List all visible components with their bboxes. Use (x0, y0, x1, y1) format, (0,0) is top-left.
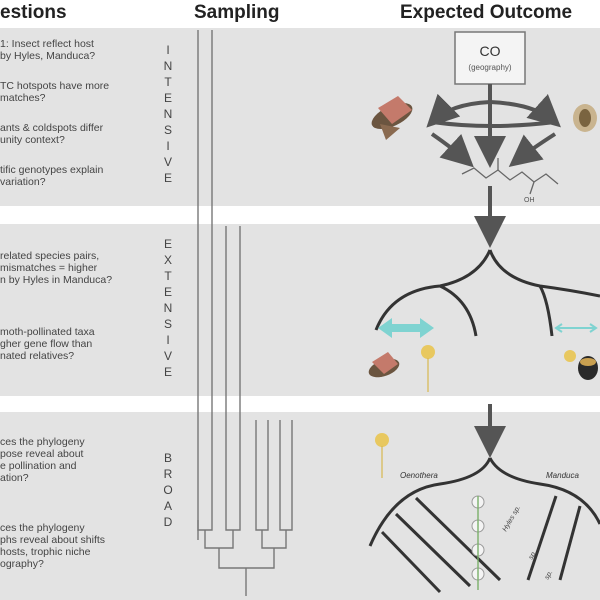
questions-header: estions (0, 2, 67, 23)
branch-label: sp. (528, 549, 539, 561)
section-label-letter: E (163, 237, 172, 251)
co-box (454, 31, 526, 85)
section-label-letter: I (166, 139, 170, 153)
sampling-join (218, 548, 275, 569)
broad-phylogeny (368, 457, 600, 594)
section-label-letter: I (166, 333, 170, 347)
sampling-join (261, 530, 287, 549)
bee-icon-extensive (564, 350, 598, 380)
section-label-letter: E (163, 365, 172, 379)
extensive-tree (374, 249, 600, 337)
section-label-letter: T (164, 269, 172, 283)
section-label-letter: N (163, 301, 173, 315)
bee-icon (573, 104, 597, 132)
section-label-letter: O (163, 483, 173, 497)
question-extensive-2: moth-pollinated taxa gher gene flow than… (0, 326, 95, 362)
flower-icon-broad (375, 433, 389, 478)
sampling-join (197, 520, 213, 531)
chemical-structure-icon (461, 158, 559, 195)
band-extensive (0, 224, 600, 396)
section-label-letter: D (163, 515, 173, 529)
question-broad-2: ces the phylogeny phs reveal about shift… (0, 522, 106, 570)
section-label-letter: A (163, 499, 172, 513)
section-label-letter: E (163, 91, 172, 105)
section-label-letter: E (163, 171, 172, 185)
moth-icon (371, 96, 413, 140)
branch-label: sp. (544, 569, 555, 581)
clade-label-right: Manduca (546, 471, 579, 480)
question-intensive-1: 1: Insect reflect host by Hyles, Manduca… (0, 38, 96, 62)
sampling-tree (197, 30, 293, 596)
section-label-letter: N (163, 59, 173, 73)
question-intensive-4: tific genotypes explain variation? (0, 164, 104, 188)
section-label-letter: S (163, 123, 172, 137)
teal-arrow-left (378, 318, 434, 338)
section-label-letter: T (164, 75, 172, 89)
sampling-join (255, 520, 269, 531)
sampling-header: Sampling (194, 2, 280, 23)
question-intensive-3: ants & coldspots differ unity context? (0, 122, 104, 146)
flower-icon (421, 345, 435, 392)
moth-icon-extensive (368, 352, 400, 378)
section-label-letter: X (163, 253, 172, 267)
question-intensive-2: TC hotspots have more matches? (0, 80, 110, 104)
section-label-letter: I (166, 43, 170, 57)
section-label-letter: S (163, 317, 172, 331)
intensive-arrows (426, 84, 561, 168)
section-label-letter: R (163, 467, 173, 481)
branch-label: Hyles sp. (502, 505, 522, 533)
outcomes-header: Expected Outcome (400, 2, 573, 23)
section-label-letter: E (163, 285, 172, 299)
sampling-join (204, 530, 234, 549)
question-broad-1: ces the phylogeny pose reveal about e po… (0, 436, 85, 484)
sampling-join (225, 520, 241, 531)
section-label-letter: V (163, 155, 172, 169)
clade-label-left: Oenothera (400, 471, 438, 480)
chemical-label: OH (524, 197, 535, 204)
co-box-title: CO (480, 43, 501, 59)
co-box-subtitle: (geography) (468, 63, 511, 72)
teal-arrow-right (554, 323, 598, 333)
section-label-letter: B (163, 451, 172, 465)
question-extensive-1: related species pairs, mismatches = high… (0, 250, 113, 286)
section-label-letter: N (163, 107, 173, 121)
section-label-letter: V (163, 349, 172, 363)
sampling-join (279, 520, 293, 531)
